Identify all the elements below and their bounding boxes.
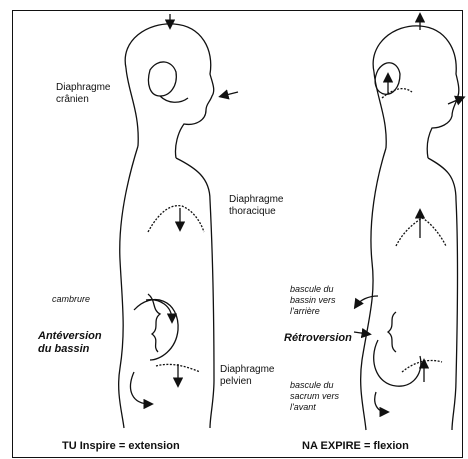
arrow-retroversion	[354, 332, 368, 334]
label-bascule-bassin-line3: l'arrière	[290, 306, 336, 317]
left-thoracic-diaphragm	[148, 206, 204, 232]
left-back-outline	[119, 146, 138, 428]
label-bascule-bassin: bascule du bassin vers l'arrière	[290, 284, 336, 317]
label-bascule-sacrum: bascule du sacrum vers l'avant	[290, 380, 339, 413]
label-anteversion-line1: Antéversion	[38, 330, 102, 343]
caption-right: NA EXPIRE = flexion	[302, 440, 409, 452]
label-diaphragme-cranien-line1: Diaphragme	[56, 82, 110, 94]
label-bascule-sacrum-line2: sacrum vers	[290, 391, 339, 402]
arrow-pelvis-curl-left	[131, 372, 150, 404]
label-diaphragme-thoracique-line2: thoracique	[229, 206, 283, 218]
right-pelvic-diaphragm	[402, 360, 442, 372]
label-bascule-sacrum-line1: bascule du	[290, 380, 339, 391]
label-diaphragme-thoracique: Diaphragme thoracique	[229, 194, 283, 218]
label-bascule-sacrum-line3: l'avant	[290, 402, 339, 413]
label-cambrure: cambrure	[52, 294, 90, 305]
right-pelvis	[374, 340, 421, 386]
left-front-outline	[176, 158, 214, 428]
label-diaphragme-cranien: Diaphragme crânien	[56, 82, 110, 106]
left-spine-lumbar	[148, 294, 160, 352]
arrow-bassin-back	[356, 296, 378, 306]
label-bascule-bassin-line2: bassin vers	[290, 295, 336, 306]
label-diaphragme-pelvien-line2: pelvien	[220, 376, 274, 388]
label-diaphragme-pelvien-line1: Diaphragme	[220, 364, 274, 376]
label-diaphragme-cranien-line2: crânien	[56, 94, 110, 106]
left-neck-back	[126, 68, 138, 146]
label-diaphragme-thoracique-line1: Diaphragme	[229, 194, 283, 206]
left-jaw-detail	[160, 96, 188, 102]
right-thoracic-diaphragm	[396, 218, 446, 246]
right-back-outline	[361, 148, 386, 430]
right-cranial-diaphragm	[382, 89, 412, 98]
left-skull-detail	[148, 62, 176, 96]
label-anteversion-line2: du bassin	[38, 343, 102, 356]
label-anteversion: Antéversion du bassin	[38, 330, 102, 356]
arrow-face-left	[222, 92, 238, 96]
label-bascule-bassin-line1: bascule du	[290, 284, 336, 295]
caption-left: TU Inspire = extension	[62, 440, 180, 452]
right-front-outline	[428, 158, 458, 430]
arrow-sacrum-forward	[375, 392, 386, 412]
label-diaphragme-pelvien: Diaphragme pelvien	[220, 364, 274, 388]
right-spine-lumbar	[388, 312, 396, 352]
label-retroversion: Rétroversion	[284, 332, 352, 345]
arrow-cambrure	[146, 300, 172, 320]
